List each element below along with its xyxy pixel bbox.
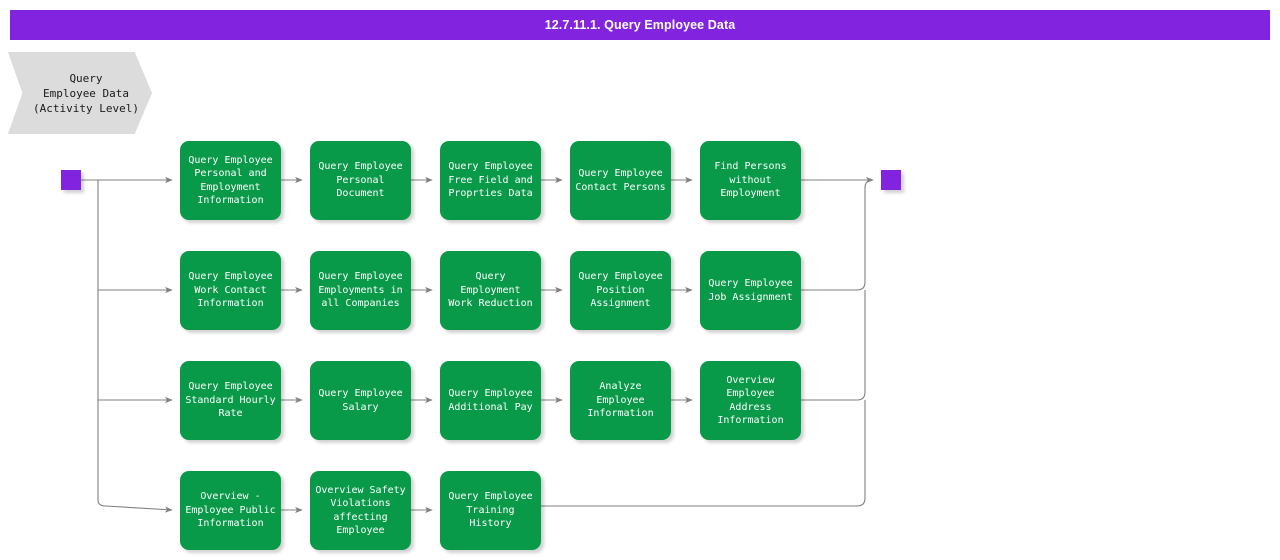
node-label: Query Employee Standard Hourly Rate (185, 381, 276, 420)
node-analyze-employee-information[interactable]: Analyze Employee Information (570, 361, 671, 440)
node-label: Query Employee Training History (448, 491, 533, 530)
connector-bus-row4 (105, 505, 173, 513)
node-label: Query Employee Contact Persons (575, 168, 666, 193)
activity-level-banner-label: Query Employee Data (Activity Level) (33, 71, 139, 115)
node-query-employee-standard-hourly-rate[interactable]: Query Employee Standard Hourly Rate (180, 361, 281, 440)
node-overview-employee-public-information[interactable]: Overview - Employee Public Information (180, 471, 281, 550)
node-query-employee-additional-pay[interactable]: Query Employee Additional Pay (440, 361, 541, 440)
node-label: Query Employee Additional Pay (448, 388, 533, 413)
connector-left-bus (97, 180, 107, 507)
node-label: Query Employee Free Field and Proprties … (448, 161, 533, 200)
node-query-employee-employments-in-all-companies[interactable]: Query Employee Employments in all Compan… (310, 251, 411, 330)
node-label: Find Persons without Employment (714, 161, 787, 200)
node-label: Analyze Employee Information (587, 381, 654, 420)
node-label: Overview Safety Violations affecting Emp… (315, 484, 406, 537)
node-label: Query Employee Job Assignment (708, 278, 793, 303)
connector-r3-return (801, 290, 866, 401)
node-query-employee-job-assignment[interactable]: Query Employee Job Assignment (700, 251, 801, 330)
node-overview-employee-address-information[interactable]: Overview Employee Address Information (700, 361, 801, 440)
page-title: 12.7.11.1. Query Employee Data (10, 10, 1270, 40)
node-query-employee-training-history[interactable]: Query Employee Training History (440, 471, 541, 550)
node-overview-safety-violations-affecting-employee[interactable]: Overview Safety Violations affecting Emp… (310, 471, 411, 550)
start-node[interactable] (61, 170, 81, 190)
node-query-employee-personal-and-employment-information[interactable]: Query Employee Personal and Employment I… (180, 141, 281, 220)
node-query-employee-work-contact-information[interactable]: Query Employee Work Contact Information (180, 251, 281, 330)
node-label: Overview - Employee Public Information (185, 491, 276, 530)
node-label: Query Employee Position Assignment (578, 271, 663, 310)
node-query-employee-contact-persons[interactable]: Query Employee Contact Persons (570, 141, 671, 220)
node-query-employee-personal-document[interactable]: Query Employee Personal Document (310, 141, 411, 220)
node-label: Query Employment Work Reduction (448, 271, 533, 310)
end-node[interactable] (881, 170, 901, 190)
node-query-employee-position-assignment[interactable]: Query Employee Position Assignment (570, 251, 671, 330)
node-query-employee-free-field-and-properties-data[interactable]: Query Employee Free Field and Proprties … (440, 141, 541, 220)
node-label: Overview Employee Address Information (717, 374, 784, 427)
node-query-employment-work-reduction[interactable]: Query Employment Work Reduction (440, 251, 541, 330)
node-label: Query Employee Personal Document (318, 161, 403, 200)
node-label: Query Employee Employments in all Compan… (318, 271, 403, 310)
node-label: Query Employee Salary (318, 388, 403, 413)
node-label: Query Employee Personal and Employment I… (188, 154, 273, 207)
node-query-employee-salary[interactable]: Query Employee Salary (310, 361, 411, 440)
activity-level-banner: Query Employee Data (Activity Level) (8, 52, 152, 134)
node-label: Query Employee Work Contact Information (188, 271, 273, 310)
connector-r2-return (801, 179, 874, 291)
node-find-persons-without-employment[interactable]: Find Persons without Employment (700, 141, 801, 220)
